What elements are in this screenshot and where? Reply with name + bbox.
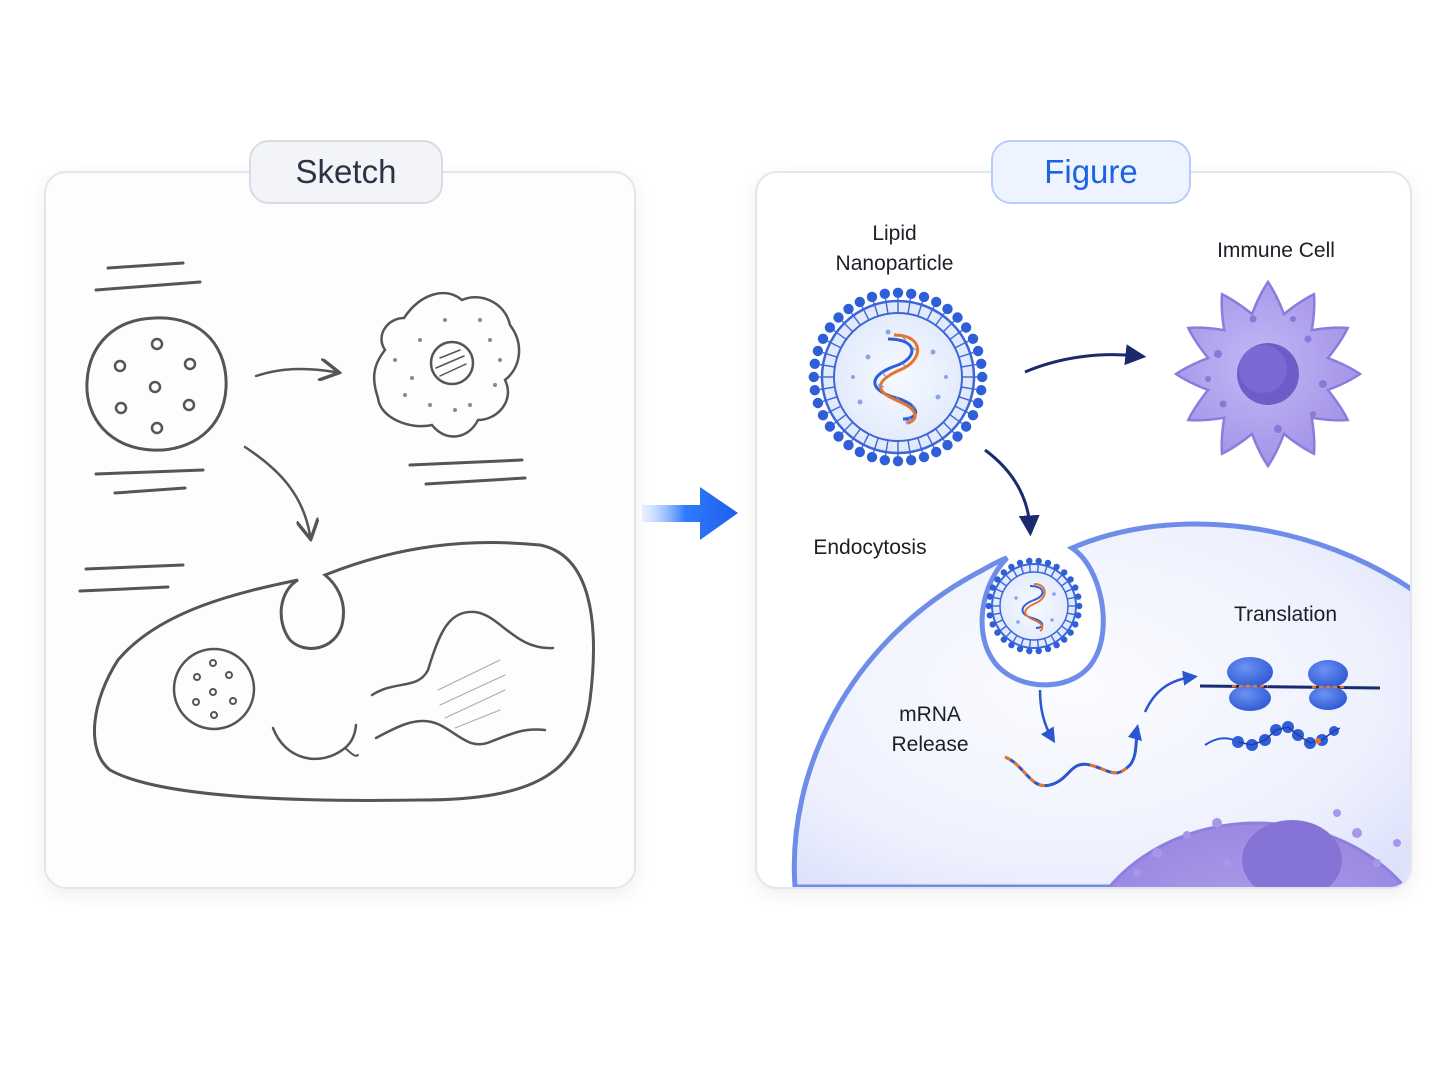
figure-background-cell	[791, 521, 1410, 887]
host-cell-membrane	[791, 521, 1410, 887]
label-immune-cell: Immune Cell	[1217, 239, 1335, 262]
sketch-immune-cell	[372, 291, 521, 438]
sketch-tab: Sketch	[249, 140, 443, 204]
sketch-drawing	[78, 261, 595, 802]
label-translation: Translation	[1233, 603, 1338, 626]
figure-panel	[755, 171, 1412, 889]
label-endocytosis: Endocytosis	[813, 536, 927, 559]
lnp-rna-helix	[873, 337, 918, 421]
ribosome-1	[1227, 657, 1273, 711]
arrow-to-immune-cell	[1024, 344, 1147, 374]
immune-cell	[1173, 279, 1363, 469]
arrow-to-translation	[1143, 670, 1198, 713]
endocytosed-nanoparticle	[985, 557, 1083, 655]
label-mrna-line2: Release	[891, 733, 969, 756]
ribosome-2	[1308, 660, 1348, 710]
ribosomes-translation	[1199, 657, 1381, 751]
arrow-to-endocytosis	[984, 448, 1040, 537]
arrow-mrna-release	[1038, 689, 1056, 744]
lipid-nanoparticle	[808, 287, 988, 467]
sketch-to-figure-arrow	[642, 487, 738, 540]
label-lipid-line1: Lipid	[872, 222, 917, 245]
label-mrna-line1: mRNA	[899, 703, 961, 726]
label-lipid-line2: Nanoparticle	[835, 252, 954, 275]
sketch-host-cell	[92, 541, 595, 802]
sketch-panel	[44, 171, 636, 889]
label-lipid-nanoparticle: Lipid Nanoparticle	[812, 219, 977, 279]
sketch-nanoparticle	[85, 316, 228, 452]
released-mrna-strand	[1004, 724, 1142, 788]
label-mrna-release: mRNA Release	[870, 700, 990, 760]
figure-tab: Figure	[991, 140, 1191, 204]
polypeptide-chain	[1232, 721, 1339, 751]
